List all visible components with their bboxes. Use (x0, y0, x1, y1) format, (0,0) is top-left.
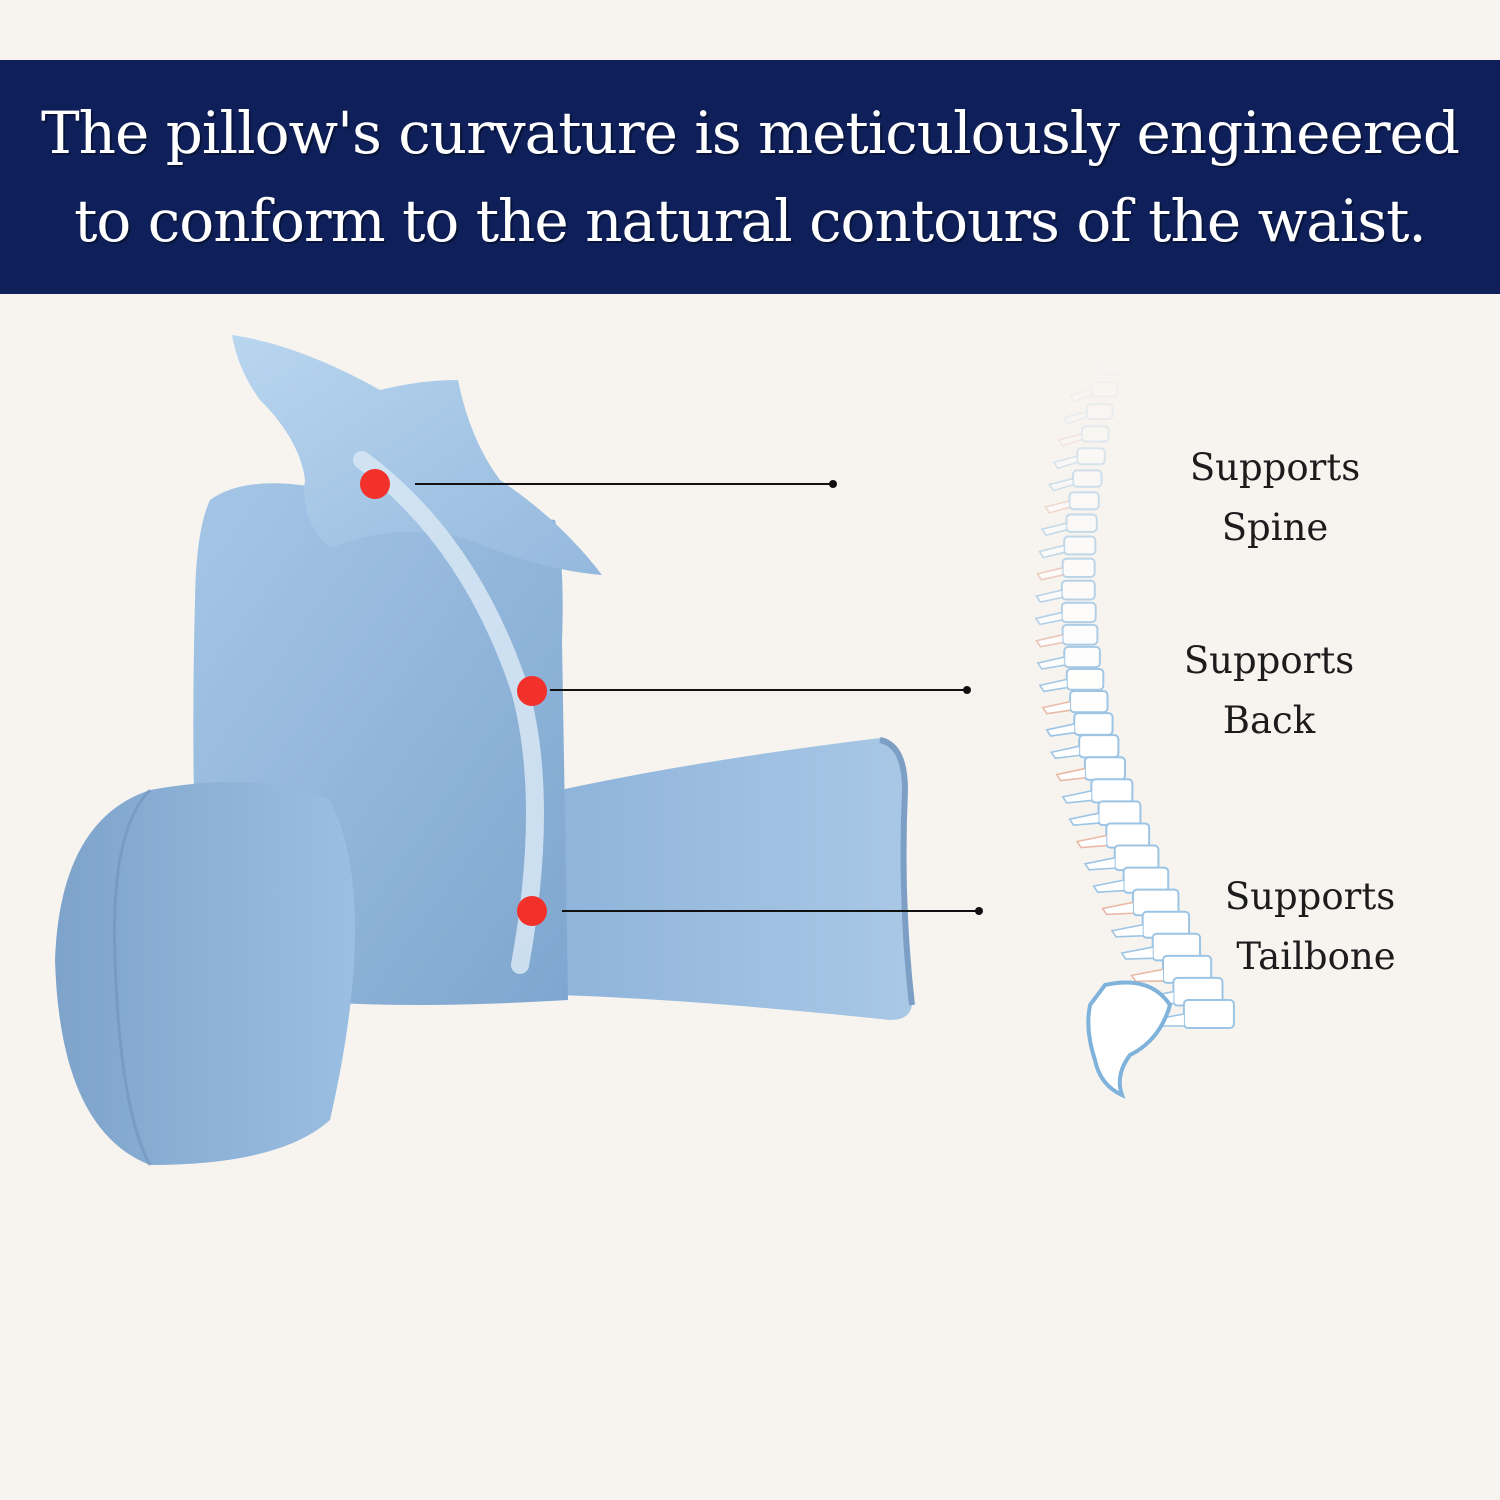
vertebra (1060, 601, 1097, 624)
marker-back (517, 676, 547, 706)
vertebra (1097, 800, 1142, 827)
vertebra-process (1038, 678, 1067, 693)
callout-spine: Supports Spine (1170, 438, 1380, 558)
vertebra (1065, 513, 1098, 533)
pillow-left-arm (55, 782, 355, 1165)
vertebra-process (1035, 633, 1063, 648)
pillow-right-arm (560, 738, 912, 1020)
spine-illustration (1034, 359, 1235, 1099)
callout-back-line1: Supports (1183, 639, 1355, 682)
callout-back: Supports Back (1164, 631, 1374, 751)
vertebra (1061, 557, 1096, 578)
vertebra-process (1120, 946, 1153, 960)
vertebra-process (1040, 522, 1067, 537)
vertebra (1072, 469, 1103, 488)
vertebra (1078, 734, 1120, 759)
vertebra-process (1055, 767, 1086, 782)
vertebra (1060, 579, 1096, 601)
neck-pillow (232, 335, 602, 575)
vertebra (1063, 645, 1101, 669)
vertebra (1061, 623, 1099, 646)
vertebra (1069, 690, 1109, 714)
callout-tailbone-line2: Tailbone (1236, 935, 1396, 978)
vertebra-process (1130, 968, 1164, 983)
vertebra (1113, 844, 1160, 872)
marker-spine (360, 469, 390, 499)
reading-pillow (55, 335, 915, 1166)
vertebra-process (1101, 901, 1134, 916)
callout-tailbone: Supports Tailbone (1205, 867, 1415, 987)
marker-tailbone (517, 896, 547, 926)
callout-back-line2: Back (1222, 699, 1316, 742)
vertebra-process (1083, 857, 1115, 871)
callout-tailbone-line1: Supports (1224, 875, 1396, 918)
headline-line-2: to conform to the natural contours of th… (74, 187, 1427, 255)
leader-end-spine (829, 480, 837, 488)
vertebra (1065, 667, 1105, 691)
vertebra-process (1092, 879, 1124, 893)
vertebra-process (1061, 790, 1092, 804)
vertebra-process (1110, 923, 1143, 938)
headline-line-1: The pillow's curvature is meticulously e… (41, 99, 1460, 167)
vertebra-process (1036, 567, 1063, 581)
leader-end-tailbone (975, 907, 983, 915)
leader-end-back (963, 686, 971, 694)
vertebra-process (1036, 656, 1065, 670)
headline-banner: The pillow's curvature is meticulously e… (0, 60, 1500, 294)
vertebra-process (1049, 745, 1080, 760)
vertebra-process (1075, 834, 1107, 849)
vertebra (1063, 535, 1097, 556)
callout-spine-line1: Supports (1189, 446, 1361, 489)
vertebra (1105, 822, 1151, 849)
vertebra (1083, 756, 1127, 781)
sacrum (1086, 980, 1173, 1099)
vertebra-process (1035, 589, 1063, 603)
vertebra-process (1068, 812, 1099, 827)
vertebra-process (1048, 477, 1074, 492)
vertebra-process (1038, 544, 1065, 559)
vertebra-process (1041, 700, 1071, 715)
vertebra (1182, 999, 1235, 1029)
vertebra-process (1034, 611, 1062, 626)
vertebra (1073, 712, 1114, 736)
callout-spine-line2: Spine (1221, 506, 1329, 549)
vertebra-process (1044, 500, 1070, 514)
callout-markers (360, 469, 983, 926)
vertebra (1068, 491, 1100, 511)
vertebra (1090, 778, 1134, 804)
vertebra-process (1045, 723, 1075, 737)
